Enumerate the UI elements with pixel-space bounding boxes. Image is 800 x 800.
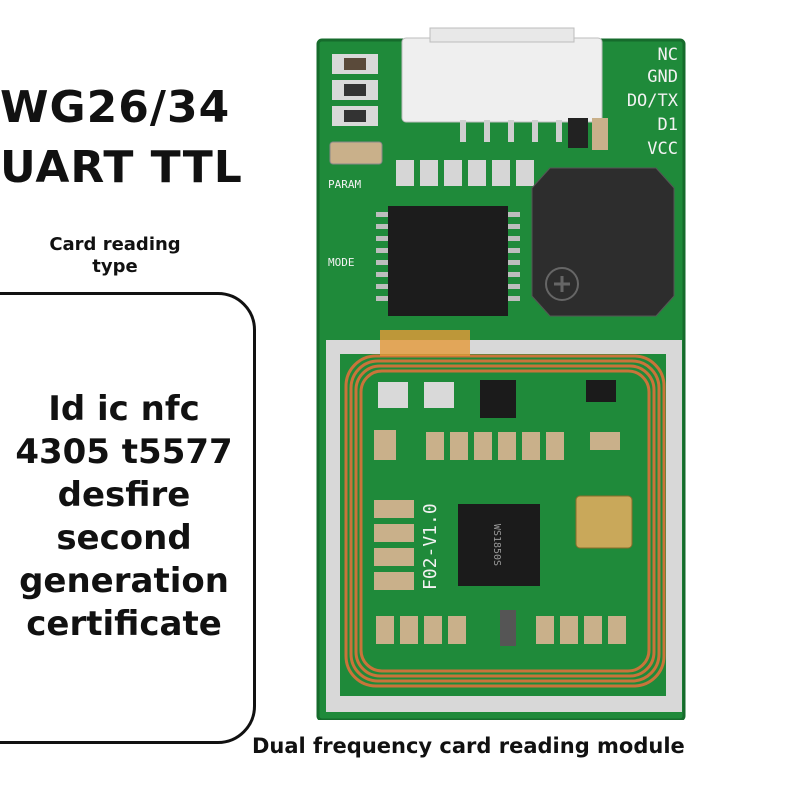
smd-row-left: [374, 500, 414, 590]
pin-label: NC: [658, 45, 678, 65]
smd-row-middle: [374, 430, 620, 460]
buzzer: [531, 167, 675, 317]
protocol-uart-ttl: UART TTL: [0, 142, 243, 193]
transistor: [586, 380, 616, 402]
card-reading-type-label: Card reading type: [49, 234, 181, 277]
card-type-line: second: [56, 518, 192, 558]
reader-chip: WS1850S: [458, 504, 540, 586]
crystal: [575, 495, 633, 549]
card-type-line: desfire: [57, 475, 191, 515]
smd-components-top: [329, 54, 608, 165]
antenna-coil: [344, 354, 666, 688]
smd-row-bottom: [376, 610, 626, 646]
pin-label: DO/TX: [627, 91, 679, 111]
board-version: F02-V1.0: [420, 503, 441, 590]
card-type-line: certificate: [26, 604, 222, 644]
silkscreen-mode: MODE: [328, 256, 355, 269]
resistor-row: [396, 160, 534, 186]
card-type-line: Id ic nfc: [48, 389, 200, 429]
pin-label: VCC: [647, 139, 678, 159]
pcb-module-image: NC GND DO/TX D1 VCC PARAM MODE: [316, 27, 686, 720]
smd-pad-white: [378, 382, 408, 408]
footer-caption: Dual frequency card reading module: [252, 734, 685, 758]
card-type-line: 4305 t5577: [15, 432, 233, 472]
card-types-list: Id ic nfc 4305 t5577 desfire second gene…: [0, 388, 248, 646]
silkscreen-param: PARAM: [328, 178, 361, 191]
pin-label: D1: [658, 115, 678, 135]
chip-marking: WS1850S: [491, 524, 502, 566]
card-type-line: generation: [19, 561, 229, 601]
card-types-box: [0, 292, 256, 744]
black-ic-small: [480, 380, 516, 418]
connector: [401, 27, 603, 142]
protocol-wg26-34: WG26/34: [0, 82, 231, 133]
main-ic: [376, 206, 520, 316]
pin-label: GND: [647, 67, 678, 87]
smd-pad-white: [424, 382, 454, 408]
